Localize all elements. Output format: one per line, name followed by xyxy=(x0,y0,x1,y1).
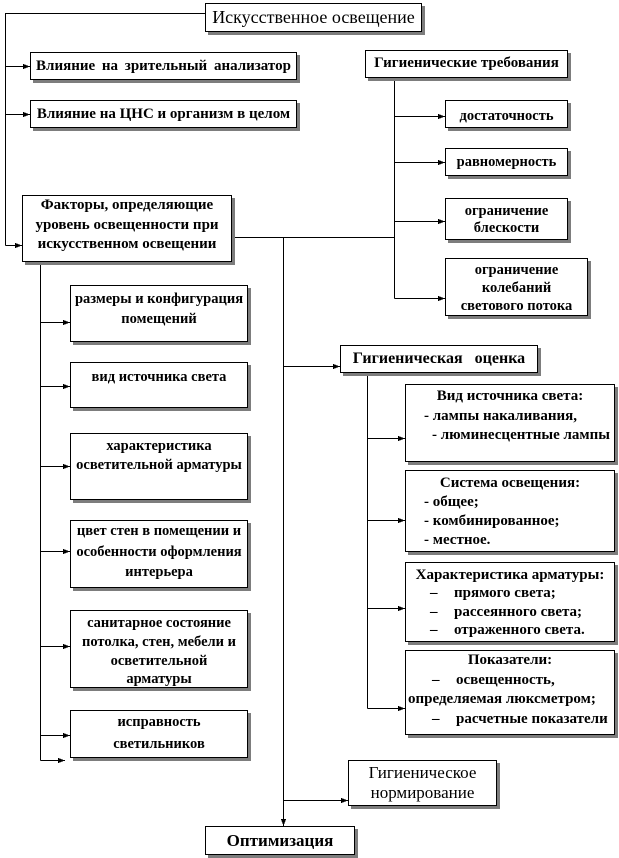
requirement-label-line: ограничение xyxy=(464,203,549,219)
assessment-fixtures-box: Характеристика арматуры: –прямого света;… xyxy=(405,562,615,642)
factor-sanitary-box: санитарное состояние потолка, стен, мебе… xyxy=(70,610,248,688)
factor-label-line: размеры и конфигурация xyxy=(74,291,244,307)
requirement-label-line: достаточность xyxy=(459,108,554,124)
factor-label-line: помещений xyxy=(121,311,197,327)
connector-title-left-trunk xyxy=(5,13,205,246)
factor-label-line: потолка, стен, мебели и xyxy=(81,633,237,650)
normalization-box: Гигиеническое нормирование xyxy=(348,760,497,806)
factor-serviceability-box: исправность светильников xyxy=(70,710,248,758)
assessment-title: Гигиеническая оценка xyxy=(352,350,526,367)
assessment-heading: Система освещения: xyxy=(439,474,581,491)
requirements-box: Гигиенические требования xyxy=(365,50,568,78)
requirement-label-line: колебаний xyxy=(481,280,552,296)
requirement-glare-limit-box: ограничение блескости xyxy=(445,198,568,240)
factor-source-type-box: вид источника света xyxy=(70,362,248,408)
factors-label-line: уровень освещенности при xyxy=(35,216,219,233)
factor-label-line: исправность xyxy=(117,714,201,730)
list-item: - люминесцентные лампы xyxy=(432,427,610,443)
requirement-flicker-limit-box: ограничение колебаний светового потока xyxy=(445,258,588,316)
normalization-label-line: Гигиеническое xyxy=(368,763,477,782)
list-dash: – xyxy=(430,622,438,638)
assessment-light-source-box: Вид источника света: - лампы накаливания… xyxy=(405,384,615,462)
factor-label-line: светильников xyxy=(113,735,205,752)
list-dash: – xyxy=(430,585,438,601)
list-item-text: рассеянного света; xyxy=(454,603,583,620)
list-item: - общее; xyxy=(424,493,479,510)
factor-label-line: осветительной арматуры xyxy=(76,457,242,473)
cns-effect-label: Влияние на ЦНС и организм в целом xyxy=(36,106,291,122)
assessment-lighting-system-box: Система освещения: - общее; - комбиниров… xyxy=(405,470,615,552)
list-item: –прямого света; xyxy=(406,584,614,603)
factors-box: Факторы, определяющие уровень освещеннос… xyxy=(22,195,232,262)
factor-fixtures-box: характеристика осветительной арматуры xyxy=(70,433,248,500)
factor-label-line: вид источника света xyxy=(91,369,227,385)
list-item-text: прямого света; xyxy=(454,585,556,601)
page-title: Искусственное освещение xyxy=(212,7,415,27)
factor-label-line: цвет стен в помещении и xyxy=(76,523,242,539)
requirements-title: Гигиенические требования xyxy=(374,55,559,71)
requirement-label-line: ограничение xyxy=(474,262,559,278)
list-item: –отраженного света. xyxy=(406,621,614,640)
list-item: –освещенность, xyxy=(406,671,614,691)
visual-analyzer-effect-label: Влияние на зрительный анализатор xyxy=(36,58,291,74)
factors-label-line: искусственном освещении xyxy=(37,236,217,252)
factor-label-line: арматуры xyxy=(126,671,192,688)
assessment-heading: Вид источника света: xyxy=(436,388,584,404)
factor-wall-color-box: цвет стен в помещении и особенности офор… xyxy=(70,520,248,588)
assessment-heading: Характеристика арматуры: xyxy=(415,566,605,583)
list-dash: – xyxy=(430,603,438,620)
factor-label-line: особенности оформления xyxy=(76,543,242,560)
factor-room-size-box: размеры и конфигурация помещений xyxy=(70,285,248,342)
requirement-label-line: светового потока xyxy=(460,298,573,314)
artificial-lighting-box: Искусственное освещение xyxy=(205,3,422,32)
factor-label-line: интерьера xyxy=(125,564,193,580)
requirement-label-line: блескости xyxy=(473,220,540,236)
list-item: –рассеянного света; xyxy=(406,603,614,622)
list-item: определяемая люксметром; xyxy=(408,691,596,707)
requirement-uniformity-box: равномерность xyxy=(445,148,568,176)
list-item: - местное. xyxy=(424,531,491,548)
list-item: - лампы накаливания, xyxy=(424,407,577,424)
list-item-text: освещенность, xyxy=(456,671,555,688)
list-item-text: расчетные показатели xyxy=(456,710,608,727)
cns-effect-box: Влияние на ЦНС и организм в целом xyxy=(30,100,297,128)
normalization-label-line: нормирование xyxy=(370,783,475,802)
visual-analyzer-effect-box: Влияние на зрительный анализатор xyxy=(30,52,297,80)
optimization-label: Оптимизация xyxy=(226,831,334,850)
list-item-text: отраженного света. xyxy=(454,622,585,638)
assessment-heading: Показатели: xyxy=(467,652,553,668)
requirement-label-line: равномерность xyxy=(456,154,557,170)
assessment-indicators-box: Показатели: –освещенность, определяемая … xyxy=(405,650,615,735)
list-dash: – xyxy=(432,710,440,727)
requirement-sufficiency-box: достаточность xyxy=(445,100,568,128)
assessment-box: Гигиеническая оценка xyxy=(340,345,538,373)
list-item: –расчетные показатели xyxy=(406,710,614,730)
factors-label-line: Факторы, определяющие xyxy=(40,197,214,213)
factor-label-line: санитарное состояние xyxy=(87,615,231,631)
list-dash: – xyxy=(432,671,440,688)
factor-label-line: характеристика xyxy=(106,438,212,454)
optimization-box: Оптимизация xyxy=(205,826,355,855)
factor-label-line: осветительной xyxy=(110,652,208,669)
list-item: - комбинированное; xyxy=(424,512,560,529)
